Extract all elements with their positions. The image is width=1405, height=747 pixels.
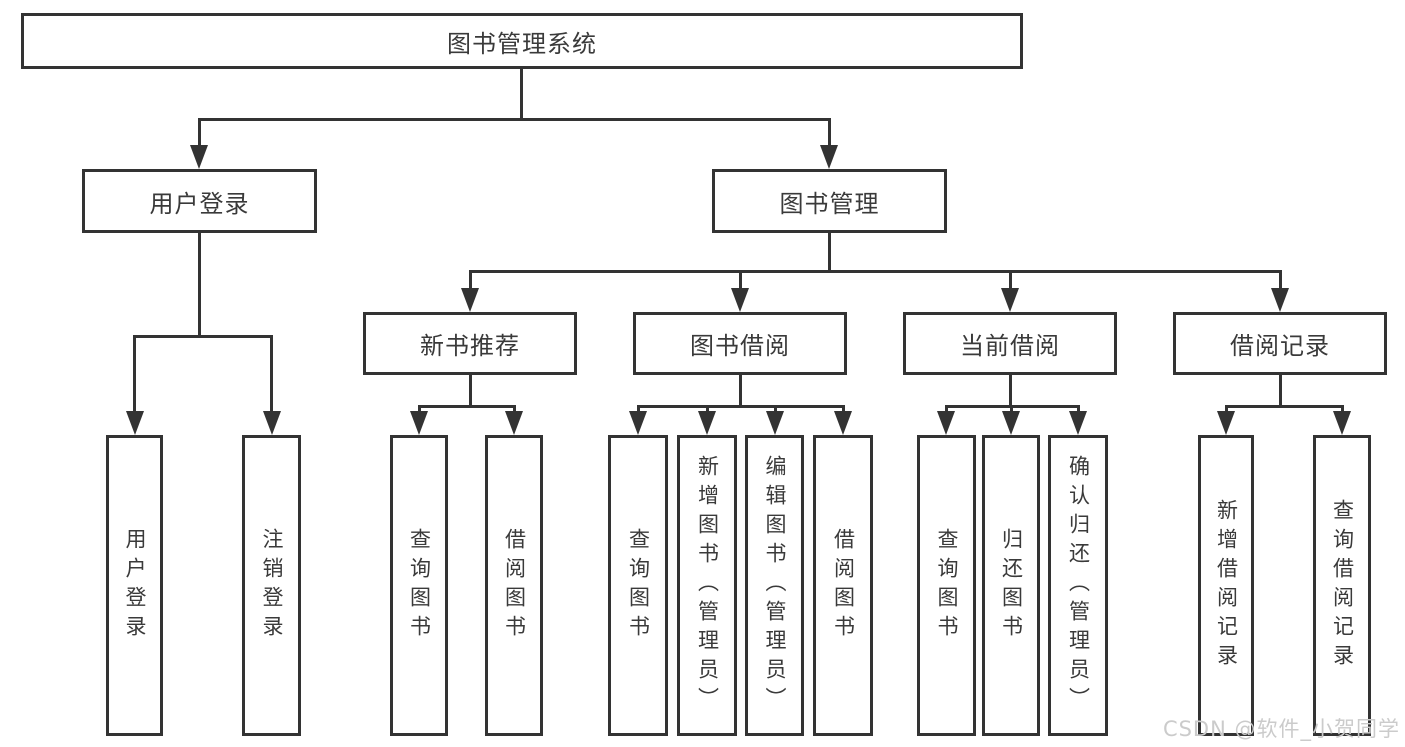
leaf-label: 归还图书 — [999, 527, 1024, 644]
connector-newbooks-branch — [418, 405, 516, 408]
connector-userlogin-branch — [133, 335, 273, 338]
arrowhead-leaf-bb1 — [629, 411, 647, 435]
connector-newbooks-stem — [469, 375, 472, 408]
node-root: 图书管理系统 — [21, 13, 1023, 69]
arrowhead-leaf-nb2 — [505, 411, 523, 435]
node-leaf-newbooks-query: 查询图书 — [390, 435, 448, 736]
connector-records-branch — [1225, 405, 1344, 408]
node-user-login: 用户登录 — [82, 169, 317, 233]
arrowhead-leaf-bb4 — [834, 411, 852, 435]
leaf-label: 查询图书 — [626, 527, 651, 644]
leaf-label: 确认归还（管理员） — [1066, 455, 1091, 716]
node-leaf-records-query: 查询借阅记录 — [1313, 435, 1371, 736]
node-root-label: 图书管理系统 — [447, 29, 597, 58]
connector-records-drop — [1279, 270, 1282, 292]
connector-leaf-nb1-drop — [418, 405, 421, 415]
node-borrow: 图书借阅 — [633, 312, 847, 375]
arrowhead-leaf-cb1 — [937, 411, 955, 435]
connector-leaf-bb2-drop — [706, 405, 709, 415]
arrowhead-leaf-ul2 — [263, 411, 281, 435]
arrowhead-userlogin — [190, 145, 208, 169]
connector-userlogin-drop — [198, 118, 201, 148]
connector-level2-hline — [198, 118, 831, 121]
node-leaf-newbooks-borrow: 借阅图书 — [485, 435, 543, 736]
leaf-label: 查询图书 — [935, 527, 959, 644]
arrowhead-newbooks — [461, 288, 479, 312]
node-book-mgmt: 图书管理 — [712, 169, 947, 233]
node-records: 借阅记录 — [1173, 312, 1387, 375]
node-records-label: 借阅记录 — [1230, 332, 1330, 360]
leaf-label: 新增借阅记录 — [1214, 498, 1239, 673]
node-borrow-label: 图书借阅 — [690, 332, 790, 360]
node-leaf-borrow-query: 查询图书 — [608, 435, 668, 736]
arrowhead-borrow — [731, 288, 749, 312]
connector-leaf-br2-drop — [1341, 405, 1344, 415]
node-current: 当前借阅 — [903, 312, 1117, 375]
connector-leaf-br1-drop — [1225, 405, 1228, 415]
connector-borrow-stem — [739, 375, 742, 408]
node-leaf-borrow-borrow: 借阅图书 — [813, 435, 873, 736]
leaf-label: 用户登录 — [123, 527, 147, 644]
connector-leaf-nb2-drop — [513, 405, 516, 415]
arrowhead-leaf-cb2 — [1002, 411, 1020, 435]
connector-leaf-bb1-drop — [637, 405, 640, 415]
node-book-mgmt-label: 图书管理 — [779, 189, 880, 218]
connector-root-stem — [520, 69, 523, 120]
leaf-label: 借阅图书 — [502, 527, 527, 644]
connector-userlogin-stem — [198, 233, 201, 337]
arrowhead-leaf-cb3 — [1069, 411, 1087, 435]
arrowhead-leaf-br1 — [1217, 411, 1235, 435]
leaf-label: 新增图书（管理员） — [695, 455, 720, 716]
node-leaf-borrow-add: 新增图书（管理员） — [677, 435, 737, 736]
node-leaf-borrow-edit: 编辑图书（管理员） — [745, 435, 804, 736]
leaf-label: 借阅图书 — [831, 527, 856, 644]
node-new-books-label: 新书推荐 — [420, 332, 520, 360]
arrowhead-leaf-br2 — [1333, 411, 1351, 435]
connector-bookmgmt-stem — [828, 233, 831, 272]
connector-current-stem — [1009, 375, 1012, 408]
arrowhead-bookmgmt — [820, 145, 838, 169]
node-leaf-current-return: 归还图书 — [982, 435, 1040, 736]
connector-borrow-branch — [637, 405, 845, 408]
connector-leaf-ul2-drop — [270, 335, 273, 415]
connector-records-stem — [1279, 375, 1282, 408]
connector-leaf-cb2-drop — [1010, 405, 1013, 415]
arrowhead-leaf-nb1 — [410, 411, 428, 435]
arrowhead-current — [1001, 288, 1019, 312]
connector-leaf-bb4-drop — [842, 405, 845, 415]
node-new-books: 新书推荐 — [363, 312, 577, 375]
leaf-label: 查询借阅记录 — [1330, 498, 1355, 673]
node-leaf-records-add: 新增借阅记录 — [1198, 435, 1254, 736]
arrowhead-leaf-bb3 — [766, 411, 784, 435]
node-leaf-user-login: 用户登录 — [106, 435, 163, 736]
node-leaf-logout: 注销登录 — [242, 435, 301, 736]
connector-leaf-ul1-drop — [133, 335, 136, 415]
connector-current-drop — [1009, 270, 1012, 292]
connector-newbooks-drop — [469, 270, 472, 292]
leaf-label: 注销登录 — [260, 527, 284, 644]
arrowhead-leaf-bb2 — [698, 411, 716, 435]
leaf-label: 编辑图书（管理员） — [763, 455, 787, 716]
connector-level3-hline — [469, 270, 1282, 273]
arrowhead-leaf-ul1 — [126, 411, 144, 435]
csdn-watermark: CSDN @软件_小贺同学 — [1162, 717, 1400, 741]
arrowhead-records — [1271, 288, 1289, 312]
node-current-label: 当前借阅 — [960, 332, 1060, 360]
connector-leaf-bb3-drop — [774, 405, 777, 415]
connector-leaf-cb1-drop — [945, 405, 948, 415]
node-leaf-current-query: 查询图书 — [917, 435, 976, 736]
connector-leaf-cb3-drop — [1077, 405, 1080, 415]
connector-bookmgmt-drop — [828, 118, 831, 148]
node-user-login-label: 用户登录 — [149, 189, 250, 218]
leaf-label: 查询图书 — [407, 527, 432, 644]
connector-borrow-drop — [739, 270, 742, 292]
node-leaf-current-confirm: 确认归还（管理员） — [1048, 435, 1108, 736]
